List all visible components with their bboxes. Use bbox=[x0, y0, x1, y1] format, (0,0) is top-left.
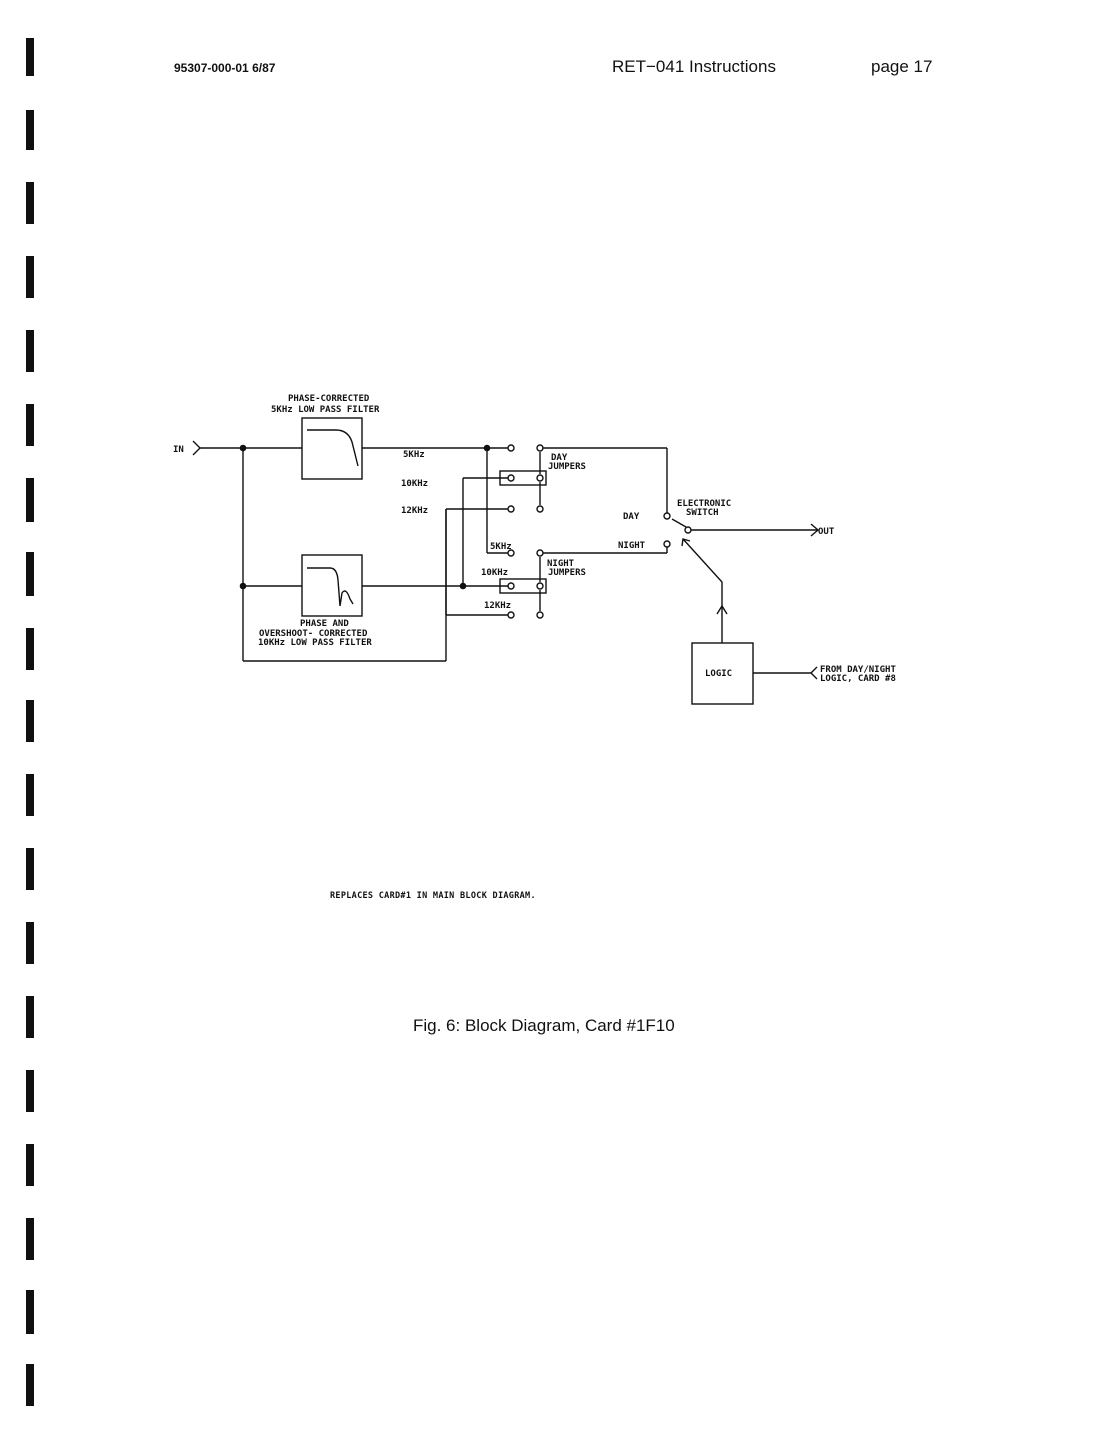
input-arrow bbox=[192, 440, 201, 456]
figure-caption: Fig. 6: Block Diagram, Card #1F10 bbox=[413, 1016, 675, 1035]
day-5k-label: 5KHz bbox=[403, 450, 425, 460]
filter-10k-box bbox=[301, 554, 363, 617]
switch-night-label: NIGHT bbox=[618, 541, 646, 551]
switch-label: ELECTRONIC bbox=[677, 499, 731, 509]
switch-day-label: DAY bbox=[623, 512, 640, 522]
day-jumper-shunt bbox=[499, 470, 547, 486]
filter-5k-label: 5KHz LOW PASS FILTER bbox=[271, 405, 380, 415]
night-12k-label: 12KHz bbox=[484, 601, 511, 611]
replacement-note: REPLACES CARD#1 IN MAIN BLOCK DIAGRAM. bbox=[330, 891, 536, 901]
from-logic-label: FROM DAY/NIGHT bbox=[820, 665, 896, 675]
day-jumpers-label: JUMPERS bbox=[548, 462, 586, 472]
input-label: IN bbox=[173, 445, 184, 455]
night-jumpers-label: JUMPERS bbox=[548, 568, 586, 578]
output-arrow bbox=[810, 523, 820, 537]
lowpass-curve-icon bbox=[307, 429, 359, 467]
filter-10k-label: OVERSHOOT- CORRECTED bbox=[259, 629, 368, 639]
night-jumper-shunt bbox=[499, 578, 547, 594]
logic-label: LOGIC bbox=[705, 669, 732, 679]
day-12k-label: 12KHz bbox=[401, 506, 428, 516]
day-10k-label: 10KHz bbox=[401, 479, 428, 489]
output-label: OUT bbox=[818, 527, 835, 537]
switch-label: SWITCH bbox=[686, 508, 719, 518]
night-jumpers-label: NIGHT bbox=[547, 559, 575, 569]
night-10k-label: 10KHz bbox=[481, 568, 508, 578]
document-number: 95307-000-01 6/87 bbox=[174, 61, 276, 75]
page-number: page 17 bbox=[871, 57, 933, 76]
night-5k-label: 5KHz bbox=[490, 542, 512, 552]
from-logic-label: LOGIC, CARD #8 bbox=[820, 674, 896, 684]
binder-holes bbox=[26, 38, 34, 1406]
lowpass-overshoot-icon bbox=[307, 567, 354, 607]
filter-10k-label: PHASE AND bbox=[300, 619, 349, 629]
document-title: RET−041 Instructions bbox=[612, 57, 776, 76]
day-jumpers-label: DAY bbox=[551, 453, 568, 463]
filter-10k-label: 10KHz LOW PASS FILTER bbox=[258, 638, 372, 648]
filter-5k-label: PHASE-CORRECTED bbox=[288, 394, 370, 404]
